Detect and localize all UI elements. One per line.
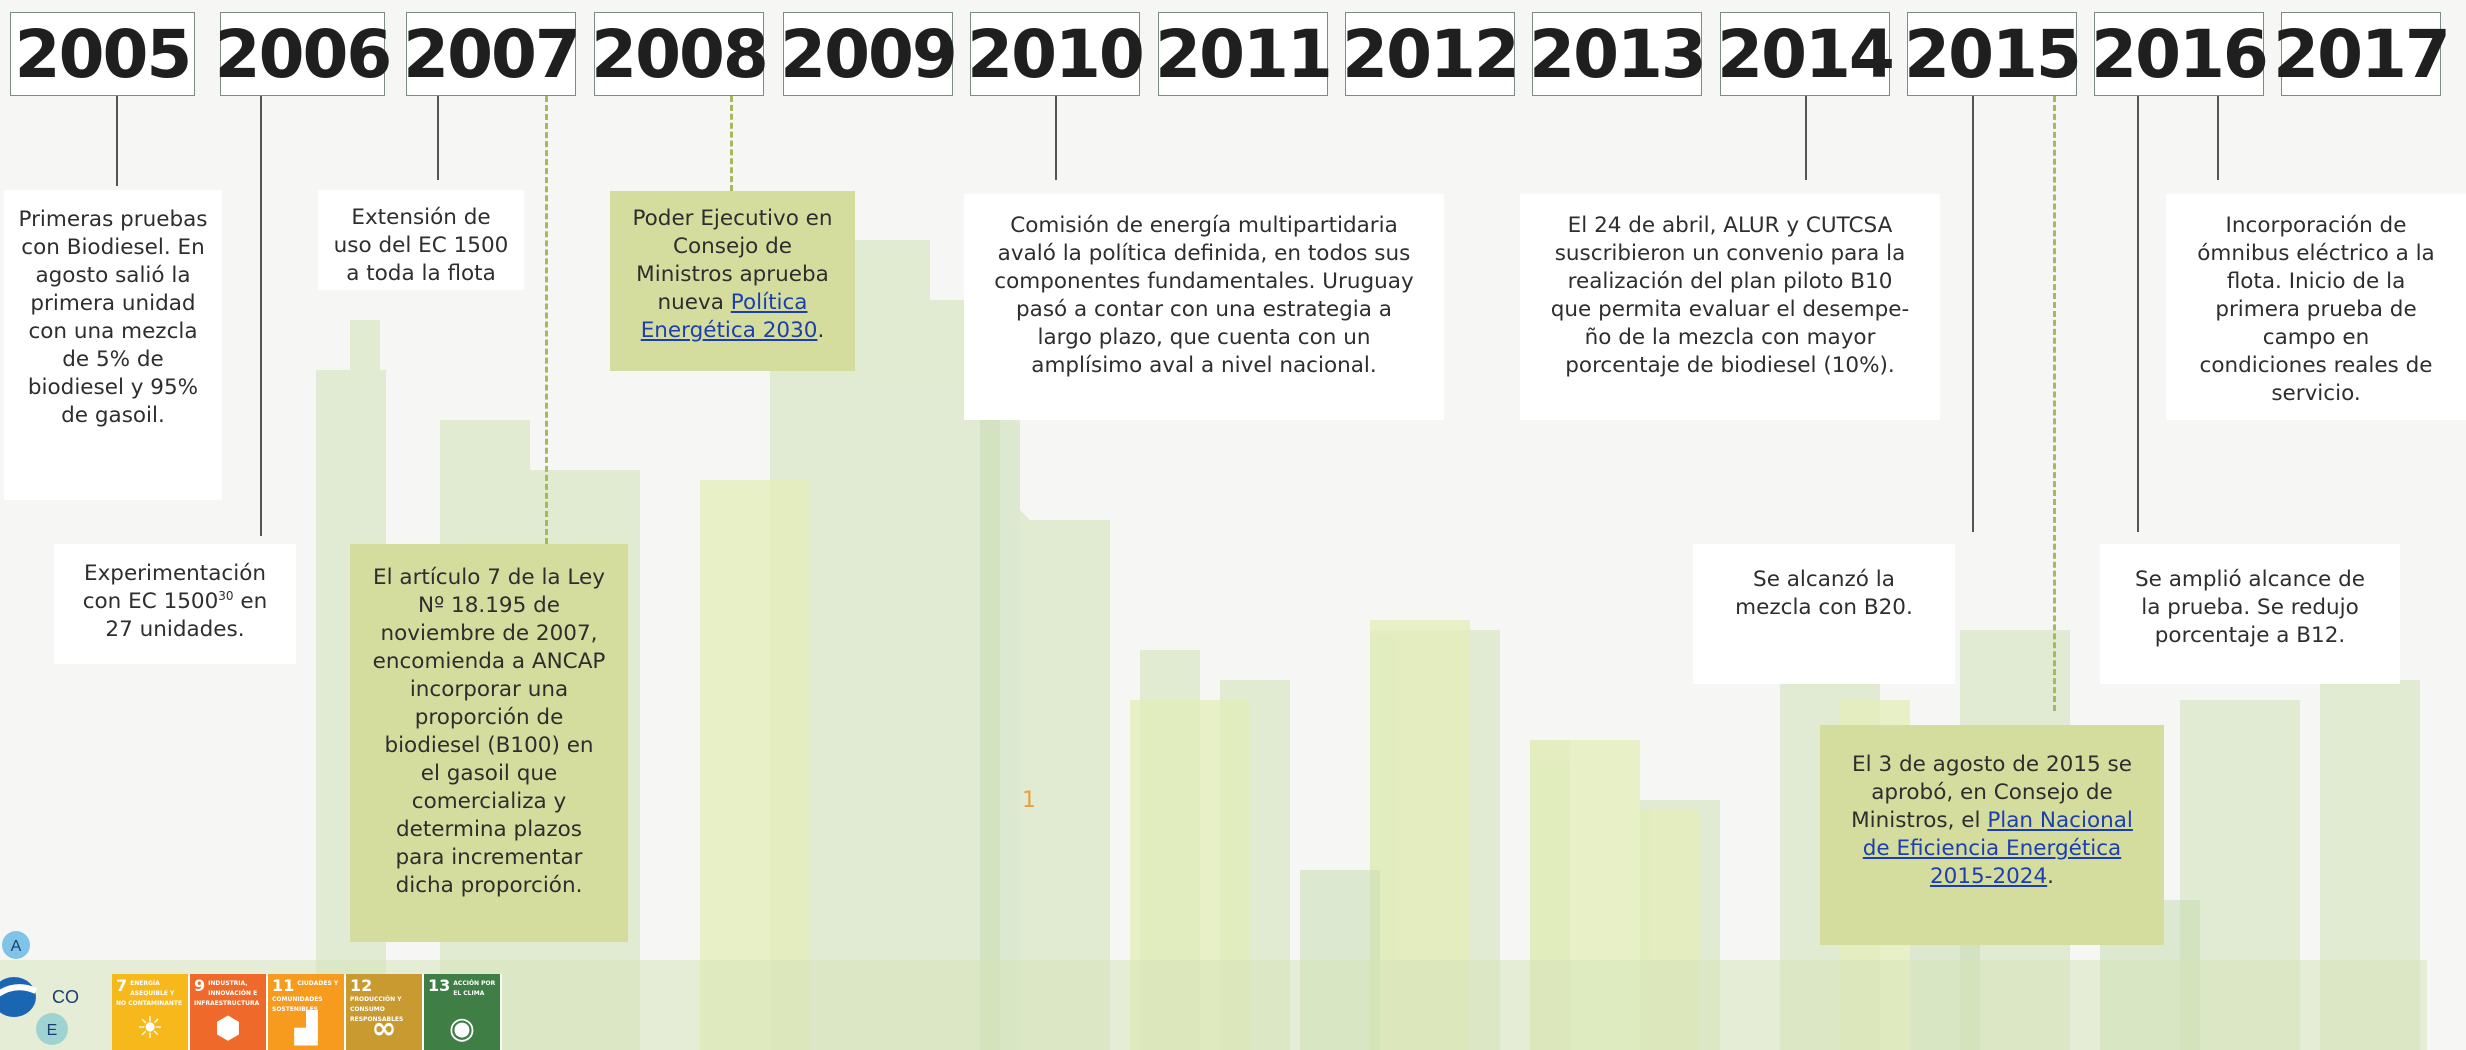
energy-policy-link[interactable]: Política Energética 2030 bbox=[640, 290, 818, 343]
footnote-ref: 30 bbox=[218, 588, 234, 603]
cubes-icon: ⬢ bbox=[214, 1011, 242, 1046]
page-number: 1 bbox=[1022, 788, 1036, 813]
connector-2015-mid bbox=[1972, 96, 1974, 532]
event-2006-text-b: en 27 unidades. bbox=[105, 589, 268, 642]
sdg-label: ENERGÍA ASEQUIBLE Y NO CONTAMINANTE bbox=[116, 980, 183, 1007]
year-2007: 2007 bbox=[403, 12, 581, 96]
event-2006-text-a: Experimentación con EC 1500 bbox=[82, 561, 266, 614]
event-2017-electric-bus: Incorporación de ómnibus eléctrico a la … bbox=[2166, 194, 2466, 420]
infinity-icon: ∞ bbox=[371, 1011, 397, 1046]
event-2006-experimentation: Experimentación con EC 150030 en 27 unid… bbox=[54, 544, 296, 664]
event-2015-b20: Se alcanzó la mezcla con B20. bbox=[1693, 544, 1955, 684]
event-2007-fleet-extension: Extensión de uso del EC 1500 a toda la f… bbox=[318, 190, 524, 290]
event-2010-commission: Comisión de energía multipartidaria aval… bbox=[964, 194, 1444, 420]
year-2011: 2011 bbox=[1155, 12, 1333, 96]
logo-letter-e: E bbox=[47, 1022, 58, 1039]
year-2013: 2013 bbox=[1529, 12, 1707, 96]
logo-letter-a: A bbox=[11, 938, 22, 955]
sdg-label: PRODUCCIÓN Y CONSUMO RESPONSABLES bbox=[350, 996, 404, 1023]
sdg-number: 12 bbox=[350, 976, 373, 995]
year-2015: 2015 bbox=[1904, 12, 2082, 96]
sdg-label: INDUSTRIA, INNOVACIÓN E INFRAESTRUCTURA bbox=[194, 980, 260, 1007]
year-2005: 2005 bbox=[10, 12, 195, 96]
organization-logo: A CO E bbox=[0, 931, 79, 1045]
event-2014-alur-cutcsa: El 24 de abril, ALUR y CUTCSA suscribier… bbox=[1520, 194, 1940, 420]
connector-2007-bottom bbox=[545, 96, 548, 544]
connector-2015-bottom bbox=[2053, 96, 2056, 711]
city-icon: ▟ bbox=[294, 1011, 318, 1046]
event-2007-law-article: El artículo 7 de la Ley Nº 18.195 de nov… bbox=[350, 544, 628, 942]
eye-icon: ◉ bbox=[448, 1011, 476, 1046]
sdg-label: ACCIÓN POR EL CLIMA bbox=[453, 980, 496, 997]
event-2015-efficiency-plan: El 3 de agosto de 2015 se aprobó, en Con… bbox=[1820, 725, 2164, 945]
connector-2014 bbox=[1805, 96, 1807, 180]
year-2009: 2009 bbox=[780, 12, 958, 96]
event-2008-text: Poder Ejecutivo en Consejo de Ministros … bbox=[632, 206, 833, 315]
sun-icon: ☀ bbox=[136, 1011, 164, 1046]
year-2006: 2006 bbox=[215, 12, 392, 96]
year-2012: 2012 bbox=[1342, 12, 1520, 96]
connector-2016 bbox=[2137, 96, 2139, 532]
sdg-number: 9 bbox=[194, 976, 206, 995]
connector-2007-top bbox=[437, 96, 439, 180]
event-2008-tail: . bbox=[817, 318, 825, 343]
year-2014: 2014 bbox=[1717, 12, 1895, 96]
event-2015-tail: . bbox=[2047, 864, 2055, 889]
event-2005-first-tests: Primeras pruebas con Biodiesel. En agost… bbox=[4, 190, 222, 500]
year-2016: 2016 bbox=[2091, 12, 2269, 96]
connector-2008 bbox=[730, 96, 733, 191]
sdg-number: 7 bbox=[116, 976, 128, 995]
connector-2010 bbox=[1055, 96, 1057, 180]
sdg-label: CIUDADES Y COMUNIDADES SOSTENIBLES bbox=[272, 980, 339, 1013]
connector-2017 bbox=[2217, 96, 2219, 180]
sdg-number: 11 bbox=[272, 976, 295, 995]
connector-2006 bbox=[260, 96, 262, 536]
sdg-number: 13 bbox=[428, 976, 451, 995]
logo-letter-co: CO bbox=[52, 987, 79, 1007]
event-2008-energy-policy: Poder Ejecutivo en Consejo de Ministros … bbox=[610, 191, 855, 371]
event-2016-scope-expanded: Se amplió alcance de la prueba. Se reduj… bbox=[2100, 544, 2400, 684]
efficiency-plan-link[interactable]: Plan Nacional de Eficiencia Energética 2… bbox=[1862, 808, 2133, 889]
connector-2005 bbox=[116, 96, 118, 186]
event-2015-text: El 3 de agosto de 2015 se aprobó, en Con… bbox=[1851, 752, 2132, 833]
year-2010: 2010 bbox=[967, 12, 1145, 96]
year-2017: 2017 bbox=[2273, 12, 2451, 96]
year-2008: 2008 bbox=[591, 12, 769, 96]
